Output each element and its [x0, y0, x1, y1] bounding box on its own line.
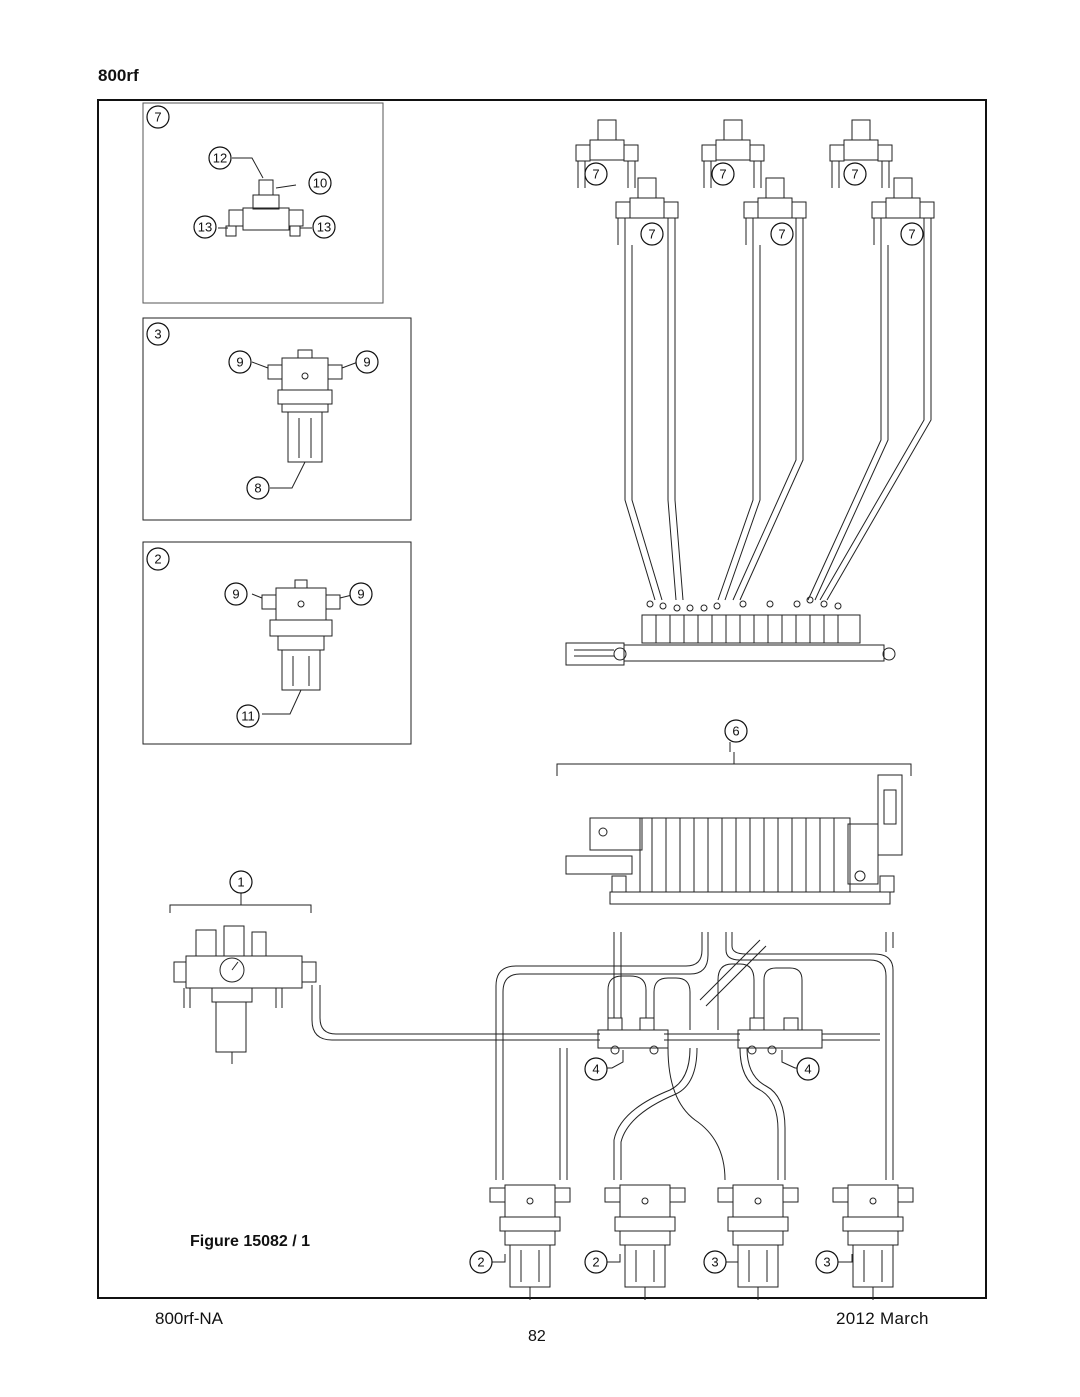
svg-text:7: 7 [719, 167, 726, 182]
filter-bracket [169, 893, 312, 913]
top-valve-3 [829, 119, 893, 188]
svg-text:4: 4 [592, 1062, 599, 1077]
svg-text:13: 13 [317, 220, 331, 235]
footer-doc-id: 800rf-NA [155, 1309, 224, 1328]
svg-text:12: 12 [213, 151, 227, 166]
callout-12: 12 [208, 146, 232, 170]
svg-text:7: 7 [851, 167, 858, 182]
svg-text:10: 10 [313, 176, 327, 191]
inset-flow-valve [218, 157, 312, 237]
top-valve-2 [701, 119, 765, 188]
callout-13-right: 13 [312, 215, 336, 239]
manifold-bracket [556, 752, 912, 776]
svg-text:3: 3 [154, 327, 161, 342]
svg-text:8: 8 [254, 481, 261, 496]
model-header: 800rf [98, 66, 139, 85]
svg-text:1: 1 [237, 875, 244, 890]
callout-13-left: 13 [193, 215, 217, 239]
svg-text:2: 2 [592, 1255, 599, 1270]
callout-2-inset: 2 [146, 547, 170, 571]
bottom-regulator-1 [489, 1184, 571, 1300]
svg-text:4: 4 [804, 1062, 811, 1077]
top-valve-4 [615, 177, 679, 245]
figure-frame [97, 99, 987, 1299]
callout-4-left: 4 [584, 1057, 608, 1081]
frl-unit [173, 925, 317, 1064]
top-valve-6 [871, 177, 935, 245]
lower-manifold [565, 774, 903, 905]
inset-regulator-3 [251, 349, 359, 489]
svg-text:11: 11 [241, 709, 255, 724]
callout-7-valve-4: 7 [640, 222, 664, 246]
svg-text:2: 2 [154, 552, 161, 567]
callout-10: 10 [308, 171, 332, 195]
inset-box-regulator-3 [142, 317, 412, 521]
callout-7-valve-2: 7 [711, 162, 735, 186]
svg-text:13: 13 [198, 220, 212, 235]
callout-1: 1 [229, 870, 253, 894]
callout-9-left-b: 9 [224, 582, 248, 606]
inset-regulator-2 [251, 579, 357, 715]
callout-7-valve-6: 7 [900, 222, 924, 246]
upper-manifold [565, 596, 896, 666]
bottom-regulator-2 [604, 1184, 686, 1300]
svg-text:7: 7 [592, 167, 599, 182]
svg-text:7: 7 [154, 110, 161, 125]
page-number: 82 [528, 1328, 546, 1345]
svg-text:9: 9 [232, 587, 239, 602]
lower-tubing [495, 932, 894, 1181]
callout-9-right-b: 9 [349, 582, 373, 606]
callout-3-inset: 3 [146, 322, 170, 346]
top-valve-5 [743, 177, 807, 245]
callout-3-bottom-b: 3 [815, 1250, 839, 1274]
callout-2-bottom-a: 2 [469, 1250, 493, 1274]
footer-date: 2012 March [836, 1309, 929, 1328]
svg-text:6: 6 [732, 724, 739, 739]
tee-left [597, 1017, 669, 1069]
callout-7-valve-5: 7 [770, 222, 794, 246]
figure-caption: Figure 15082 / 1 [190, 1233, 311, 1250]
callout-11: 11 [236, 704, 260, 728]
svg-text:3: 3 [823, 1255, 830, 1270]
callout-4-right: 4 [796, 1057, 820, 1081]
callout-3-bottom-a: 3 [703, 1250, 727, 1274]
svg-text:3: 3 [711, 1255, 718, 1270]
bottom-regulator-3 [717, 1184, 799, 1300]
svg-text:2: 2 [477, 1255, 484, 1270]
callout-6: 6 [724, 719, 748, 743]
control-tubes [624, 245, 932, 601]
callout-9-left-a: 9 [228, 350, 252, 374]
svg-text:7: 7 [648, 227, 655, 242]
svg-text:9: 9 [357, 587, 364, 602]
callout-8: 8 [246, 476, 270, 500]
callout-7-inset: 7 [146, 105, 170, 129]
svg-text:7: 7 [778, 227, 785, 242]
callout-7-valve-1: 7 [584, 162, 608, 186]
svg-text:9: 9 [236, 355, 243, 370]
svg-text:7: 7 [908, 227, 915, 242]
inset-box-regulator-2 [142, 541, 412, 745]
callout-7-valve-3: 7 [843, 162, 867, 186]
inset-box-valve [142, 102, 384, 304]
callout-9-right-a: 9 [355, 350, 379, 374]
callout-2-bottom-b: 2 [584, 1250, 608, 1274]
bottom-regulator-4 [832, 1184, 914, 1300]
main-supply-line [311, 985, 880, 1041]
svg-text:9: 9 [363, 355, 370, 370]
